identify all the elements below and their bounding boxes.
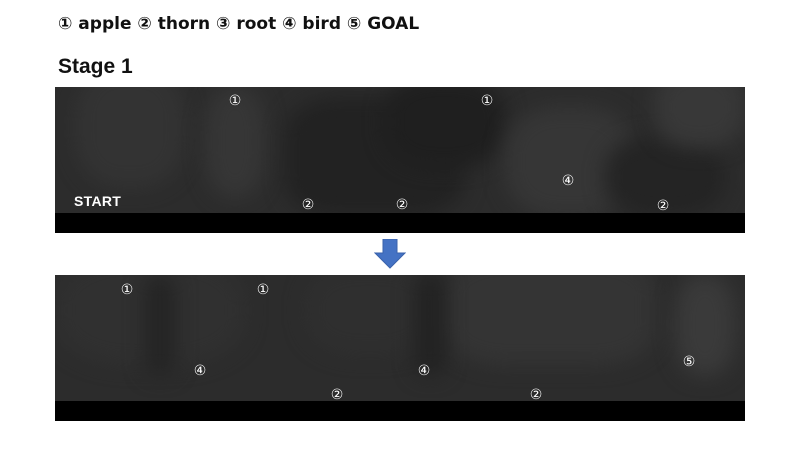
scenery-shape [385, 87, 505, 167]
bird-marker: ④ [193, 363, 207, 379]
apple-marker: ① [120, 282, 134, 298]
thorn-marker: ② [395, 197, 409, 213]
stage-panel-2: ① ① ④ ④ ② ② ⑤ [55, 275, 745, 421]
thorn-marker: ② [656, 198, 670, 214]
thorn-marker: ② [330, 387, 344, 403]
bird-marker: ④ [417, 363, 431, 379]
ground-strip [55, 213, 745, 233]
arrow-down-icon [374, 239, 406, 269]
apple-marker: ① [228, 93, 242, 109]
scenery-shape [445, 275, 655, 365]
thorn-marker: ② [301, 197, 315, 213]
stage-panel-1: ① ① ④ ② ② ② START [55, 87, 745, 233]
apple-marker: ① [480, 93, 494, 109]
thorn-marker: ② [529, 387, 543, 403]
bird-marker: ④ [561, 173, 575, 189]
scenery-shape [305, 275, 435, 355]
goal-marker: ⑤ [682, 354, 696, 370]
item-legend: ① apple ② thorn ③ root ④ bird ⑤ GOAL [58, 14, 420, 34]
apple-marker: ① [256, 282, 270, 298]
stage-title: Stage 1 [58, 55, 133, 78]
scenery-shape [655, 87, 745, 147]
scenery-shape [415, 275, 445, 375]
arrow-down-shape [374, 239, 406, 269]
scenery-shape [205, 87, 265, 197]
scenery-shape [75, 87, 185, 187]
start-label: START [74, 193, 122, 209]
scenery-shape [605, 137, 725, 217]
ground-strip [55, 401, 745, 421]
scenery-shape [675, 275, 735, 375]
scenery-shape [145, 275, 175, 375]
